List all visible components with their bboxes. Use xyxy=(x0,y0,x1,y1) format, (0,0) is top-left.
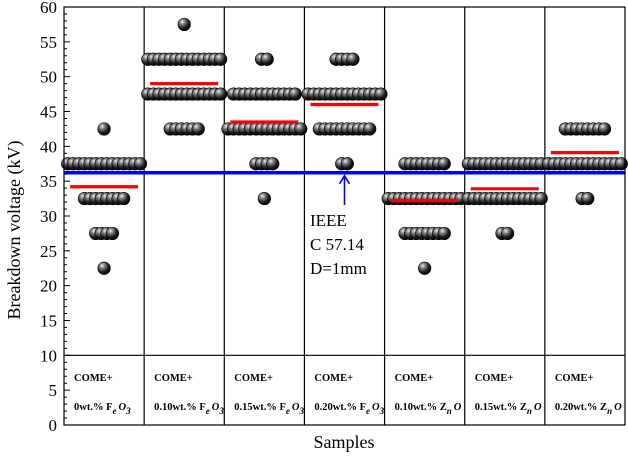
sample-label-line-1: COME+ xyxy=(314,373,353,384)
y-tick-label: 20 xyxy=(40,277,57,296)
sample-label-line-1: COME+ xyxy=(395,373,434,384)
y-tick-label: 30 xyxy=(40,207,57,226)
data-point xyxy=(363,122,377,136)
data-point xyxy=(97,122,111,136)
data-point xyxy=(437,226,451,241)
data-point xyxy=(340,157,354,171)
data-point xyxy=(374,87,388,101)
data-point xyxy=(260,52,274,66)
data-point xyxy=(500,226,515,241)
y-tick-label: 50 xyxy=(40,68,57,87)
sample-label-line-1: COME+ xyxy=(154,373,193,384)
data-point xyxy=(346,52,360,66)
data-point xyxy=(614,157,628,171)
data-point xyxy=(97,261,111,275)
data-point xyxy=(597,122,612,136)
annotation-line-3: D=1mm xyxy=(310,259,367,278)
sample-label-line-1: COME+ xyxy=(74,373,113,384)
data-point xyxy=(288,87,302,101)
y-tick-label: 45 xyxy=(40,103,57,122)
annotation-arrow-head xyxy=(338,174,351,185)
data-point xyxy=(581,191,595,206)
sample-dividers xyxy=(64,7,625,425)
annotation-line-2: C 57.14 xyxy=(310,235,364,254)
y-tick-label: 15 xyxy=(40,312,57,331)
y-tick-label: 35 xyxy=(40,172,57,191)
data-point xyxy=(117,191,131,206)
data-point xyxy=(534,191,548,206)
data-point xyxy=(191,122,205,136)
y-tick-label: 55 xyxy=(40,33,57,52)
data-point xyxy=(257,191,271,206)
plot-frame xyxy=(63,6,626,426)
y-tick-label: 60 xyxy=(40,0,57,17)
x-axis-title: Samples xyxy=(314,432,375,452)
ieee-annotation: IEEE C 57.14 D=1mm xyxy=(310,174,367,278)
data-point xyxy=(214,87,228,101)
mean-lines xyxy=(70,82,619,203)
sample-label-line-1: COME+ xyxy=(234,373,273,384)
y-tick-label: 5 xyxy=(49,381,58,400)
sample-label-line-1: COME+ xyxy=(555,373,594,384)
data-point xyxy=(418,261,432,275)
y-axis-title: Breakdown voltage (kV) xyxy=(4,141,25,320)
data-point xyxy=(437,157,451,171)
data-point xyxy=(177,17,191,32)
y-axis-ticks xyxy=(64,6,70,426)
y-tick-label: 25 xyxy=(40,242,57,261)
y-tick-label: 10 xyxy=(40,346,57,365)
sample-label-line-1: COME+ xyxy=(475,373,514,384)
data-point xyxy=(105,226,120,241)
y-tick-label: 40 xyxy=(40,137,57,156)
annotation-line-1: IEEE xyxy=(310,211,347,230)
y-axis-tick-labels: 0 5 10 15 20 25 30 35 40 45 50 55 60 xyxy=(40,0,57,435)
data-point xyxy=(294,122,308,136)
y-tick-label: 0 xyxy=(49,416,58,435)
data-points xyxy=(61,17,628,275)
data-point xyxy=(133,157,148,171)
data-point xyxy=(266,157,280,171)
data-point xyxy=(214,52,228,66)
